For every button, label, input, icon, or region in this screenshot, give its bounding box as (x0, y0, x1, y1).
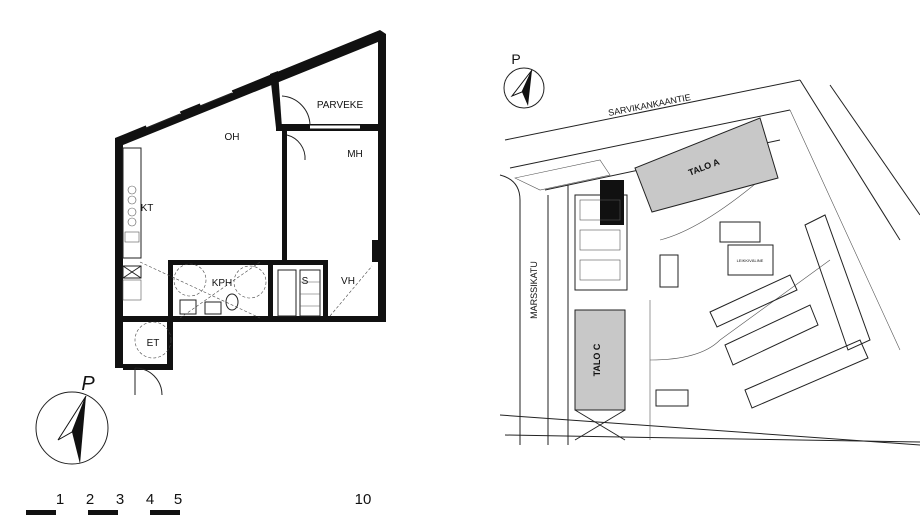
room-label-s: S (302, 276, 309, 287)
scale-tick-4: 4 (146, 491, 154, 508)
bathroom-top-wall (168, 260, 328, 265)
room-label-kt: KT (141, 203, 154, 214)
street-label-marssikatu: MARSSIKATU (529, 261, 539, 319)
scale-tick-5: 5 (174, 491, 182, 508)
label-leikkivaline: LEIKKIVÄLINE (737, 258, 764, 263)
play-equipment-area (727, 244, 774, 276)
scale-tick-2: 2 (86, 491, 94, 508)
sink (204, 301, 222, 315)
outer-wall (115, 30, 386, 368)
room-label-et: ET (147, 338, 160, 349)
scale-tick-3: 3 (116, 491, 124, 508)
parking-row-2 (724, 304, 819, 366)
room-label-vh: VH (341, 276, 355, 287)
parking-row-4 (804, 214, 871, 351)
toilet (225, 293, 239, 311)
kitchen-counter (122, 147, 142, 259)
bottom-wall (123, 316, 386, 322)
room-label-mh: MH (347, 149, 363, 160)
entry-bottom-wall (123, 364, 173, 370)
room-label-parveke: PARVEKE (317, 100, 364, 111)
bedroom-wall (282, 124, 287, 260)
label-talo-c: TALO C (592, 343, 602, 376)
scale-tick-10: 10 (355, 491, 372, 508)
building-talo-c (574, 309, 626, 411)
parking-row-1 (709, 274, 798, 328)
north-label-left: P (81, 373, 95, 395)
apartment-floor-plan: OH KT MH PARVEKE KPH S VH ET (115, 30, 386, 396)
scale-tick-1: 1 (56, 491, 64, 508)
room-label-oh: OH (225, 132, 240, 143)
north-arrow-right: P (503, 51, 545, 109)
scale-bar: 1 2 3 4 5 10 (26, 491, 371, 515)
room-label-kph: KPH (212, 278, 233, 289)
north-label-right: P (511, 51, 520, 67)
parking-row-3 (744, 339, 869, 409)
north-arrow-left: P (35, 373, 109, 465)
building-talo-a (634, 117, 779, 213)
entry-door (134, 367, 163, 396)
site-plan: TALO A TALO C LEIKKIVÄLINE SARVIKANKAANT… (499, 79, 920, 446)
